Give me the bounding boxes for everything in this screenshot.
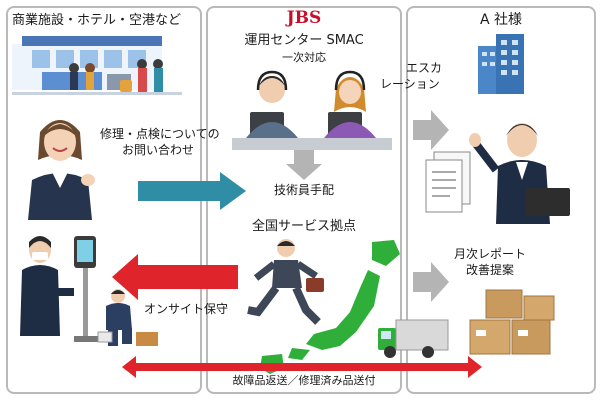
call-center-operators-illustration [232, 70, 392, 150]
delivery-truck-illustration [378, 319, 449, 358]
office-building-icon [478, 34, 524, 94]
onsite-maintenance-label: オンサイト保守 [144, 302, 229, 316]
shipping-double-arrow [122, 356, 482, 378]
onsite-dispatch-arrow [112, 254, 238, 300]
inquiry-arrow [138, 172, 246, 210]
first-response-label: 一次対応 [282, 51, 326, 64]
running-technician-illustration [247, 239, 324, 325]
left-panel-title: 商業施設・ホテル・空港など [12, 13, 182, 28]
jbs-logo: JBS [286, 8, 322, 28]
cardboard-boxes-illustration [469, 289, 555, 355]
receptionist-woman-illustration [28, 120, 95, 220]
escalation-label-line1: エスカ [406, 61, 443, 75]
monthly-report-label-line1: 月次レポート [454, 247, 527, 261]
technician-dispatch-label: 技術員手配 [273, 183, 334, 197]
escalation-arrow [413, 110, 449, 150]
thermal-camera-kiosk-illustration [74, 236, 98, 342]
inquiry-text-line2: お問い合わせ [122, 143, 195, 157]
report-documents-illustration [425, 151, 471, 213]
operation-center-title: 運用センター SMAC [244, 33, 364, 48]
business-man-illustration [469, 123, 570, 224]
escalation-label-line2: レーション [380, 77, 440, 91]
report-arrow [413, 262, 449, 302]
onsite-technician-illustration [97, 289, 158, 346]
center-panel [206, 6, 402, 394]
commercial-facility-illustration [12, 36, 182, 95]
nationwide-service-base-label: 全国サービス拠点 [251, 219, 356, 234]
monthly-report-label-line2: 改善提案 [466, 263, 515, 277]
masked-customer-illustration [20, 236, 74, 336]
dispatch-down-arrow [286, 150, 322, 180]
inquiry-text-line1: 修理・点検についての [100, 127, 220, 141]
shipping-label: 故障品返送／修理済み品送付 [232, 374, 376, 387]
client-title: A 社様 [479, 12, 523, 28]
